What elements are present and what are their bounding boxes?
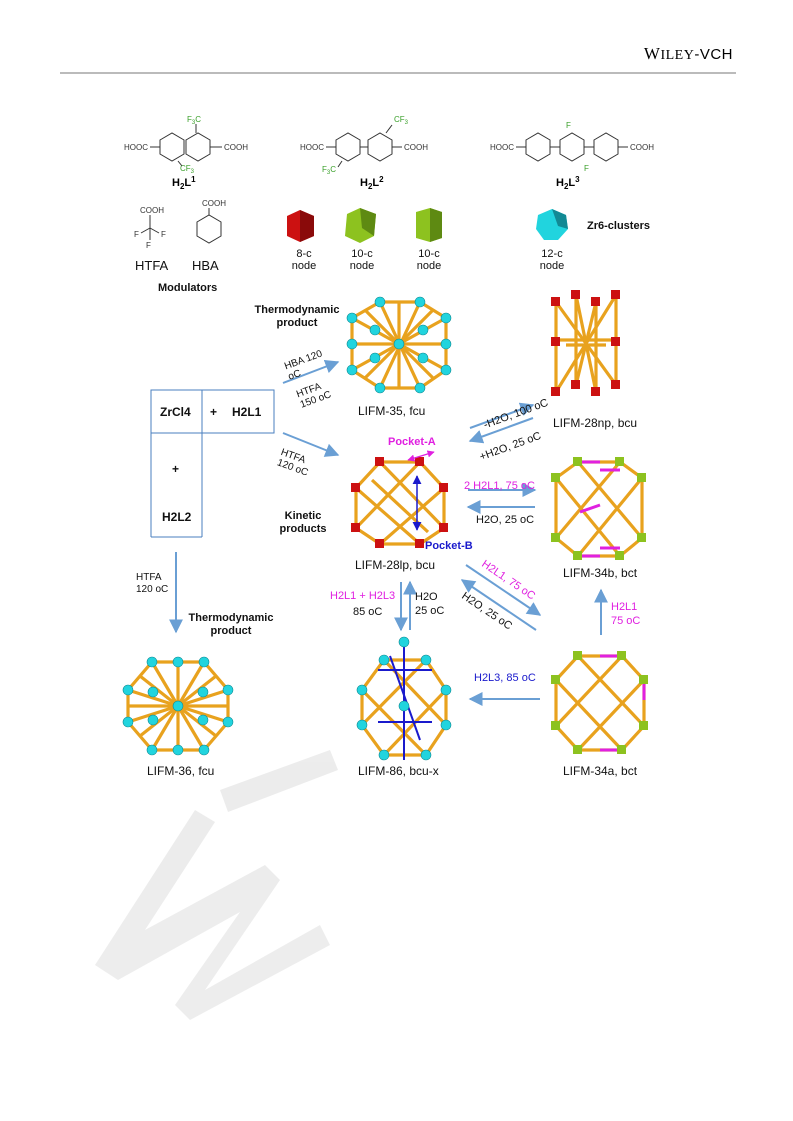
hba-label: HBA (192, 258, 219, 273)
svg-text:COOH: COOH (202, 199, 226, 208)
reactant-plus-1: + (210, 405, 218, 419)
htfa-structure (140, 215, 160, 240)
lifm34a-structure (551, 651, 648, 754)
cond-h2o-vertical: H2O 25 oC (415, 591, 445, 617)
lifm35-structure (346, 296, 452, 394)
zr6-clusters-label: Zr6-clusters (587, 220, 650, 232)
cond-85: 85 oC (353, 606, 383, 618)
reactant-h2l1: H2L1 (232, 405, 262, 419)
reactant-box (150, 389, 275, 538)
svg-text:F: F (161, 230, 166, 239)
publisher-logo: WILEY-VCH (643, 44, 733, 63)
lifm86-structure (356, 636, 452, 761)
svg-text:COOH: COOH (630, 143, 654, 152)
svg-text:F: F (146, 241, 151, 250)
modulators-label: Modulators (158, 282, 218, 294)
ligand-h2l2-label: H2L2 (360, 175, 384, 191)
node-10c-label-a: 10-c node (349, 248, 375, 272)
lifm86-label: LIFM-86, bcu-x (358, 764, 439, 778)
lifm34b-structure (551, 457, 646, 560)
cond-h2o-25-a: H2O, 25 oC (476, 514, 535, 526)
header-rule (60, 72, 736, 74)
lifm34b-label: LIFM-34b, bct (563, 566, 638, 580)
cond-h2l1-up: H2L1 75 oC (611, 601, 641, 627)
ligand-h2l2-structure (326, 124, 402, 168)
hba-structure (196, 208, 222, 244)
ligand-h2l3-label: H2L3 (556, 175, 580, 191)
cond-htfa-left: HTFA 120 oC (136, 572, 169, 595)
cond-h2l1-h2l3: H2L1 + H2L3 (330, 590, 396, 602)
svg-text:COOH: COOH (224, 143, 248, 152)
node-12c-icon (536, 209, 568, 240)
svg-text:F: F (134, 230, 139, 239)
svg-text:F3C: F3C (322, 165, 336, 176)
lifm36-label: LIFM-36, fcu (147, 764, 215, 778)
kinetic-label: Kinetic products (279, 510, 327, 535)
ligand-h2l1-label: H2L1 (172, 175, 196, 191)
reactant-zrcl4: ZrCl4 (160, 405, 191, 419)
pocket-b-label: Pocket-B (425, 540, 473, 552)
lifm28lp-label: LIFM-28lp, bcu (355, 558, 436, 572)
lifm35-label: LIFM-35, fcu (358, 404, 426, 418)
cond-2-h2l1: 2 H2L1, 75 oC (464, 480, 535, 492)
reactant-plus-2: + (172, 462, 180, 476)
watermark (95, 750, 338, 1020)
svg-text:HOOC: HOOC (124, 143, 148, 152)
ligand-h2l3-structure (516, 132, 628, 162)
node-10c-icon-b (416, 208, 442, 242)
lifm28np-structure (551, 290, 620, 396)
svg-text:HOOC: HOOC (490, 143, 514, 152)
lifm34a-label: LIFM-34a, bct (563, 764, 638, 778)
node-10c-icon-a (345, 208, 376, 243)
svg-text:COOH: COOH (140, 206, 164, 215)
pocket-a-label: Pocket-A (388, 436, 436, 448)
svg-text:HOOC: HOOC (300, 143, 324, 152)
node-10c-label-b: 10-c node (416, 248, 442, 272)
node-12c-label: 12-c node (539, 248, 565, 272)
svg-text:CF3: CF3 (394, 115, 409, 126)
lifm36-structure (122, 656, 234, 756)
htfa-label: HTFA (135, 258, 169, 273)
svg-text:F3C: F3C (187, 115, 201, 126)
cond-h2l3-85: H2L3, 85 oC (474, 672, 536, 684)
svg-text:COOH: COOH (404, 143, 428, 152)
svg-text:CF3: CF3 (180, 164, 195, 175)
reaction-arrows (169, 359, 608, 706)
thermo-bottom-label: Thermodynamic product (188, 612, 274, 637)
svg-text:F: F (566, 121, 571, 130)
reactant-h2l2: H2L2 (162, 510, 192, 524)
thermo-top-label: Thermodynamic product (254, 304, 340, 329)
lifm28lp-structure (351, 450, 448, 548)
svg-text:F: F (584, 164, 589, 173)
node-8c-label: 8-c node (291, 248, 317, 272)
lifm28np-label: LIFM-28np, bcu (553, 416, 638, 430)
node-8c-icon (287, 210, 314, 242)
ligand-h2l1-structure (150, 132, 222, 162)
